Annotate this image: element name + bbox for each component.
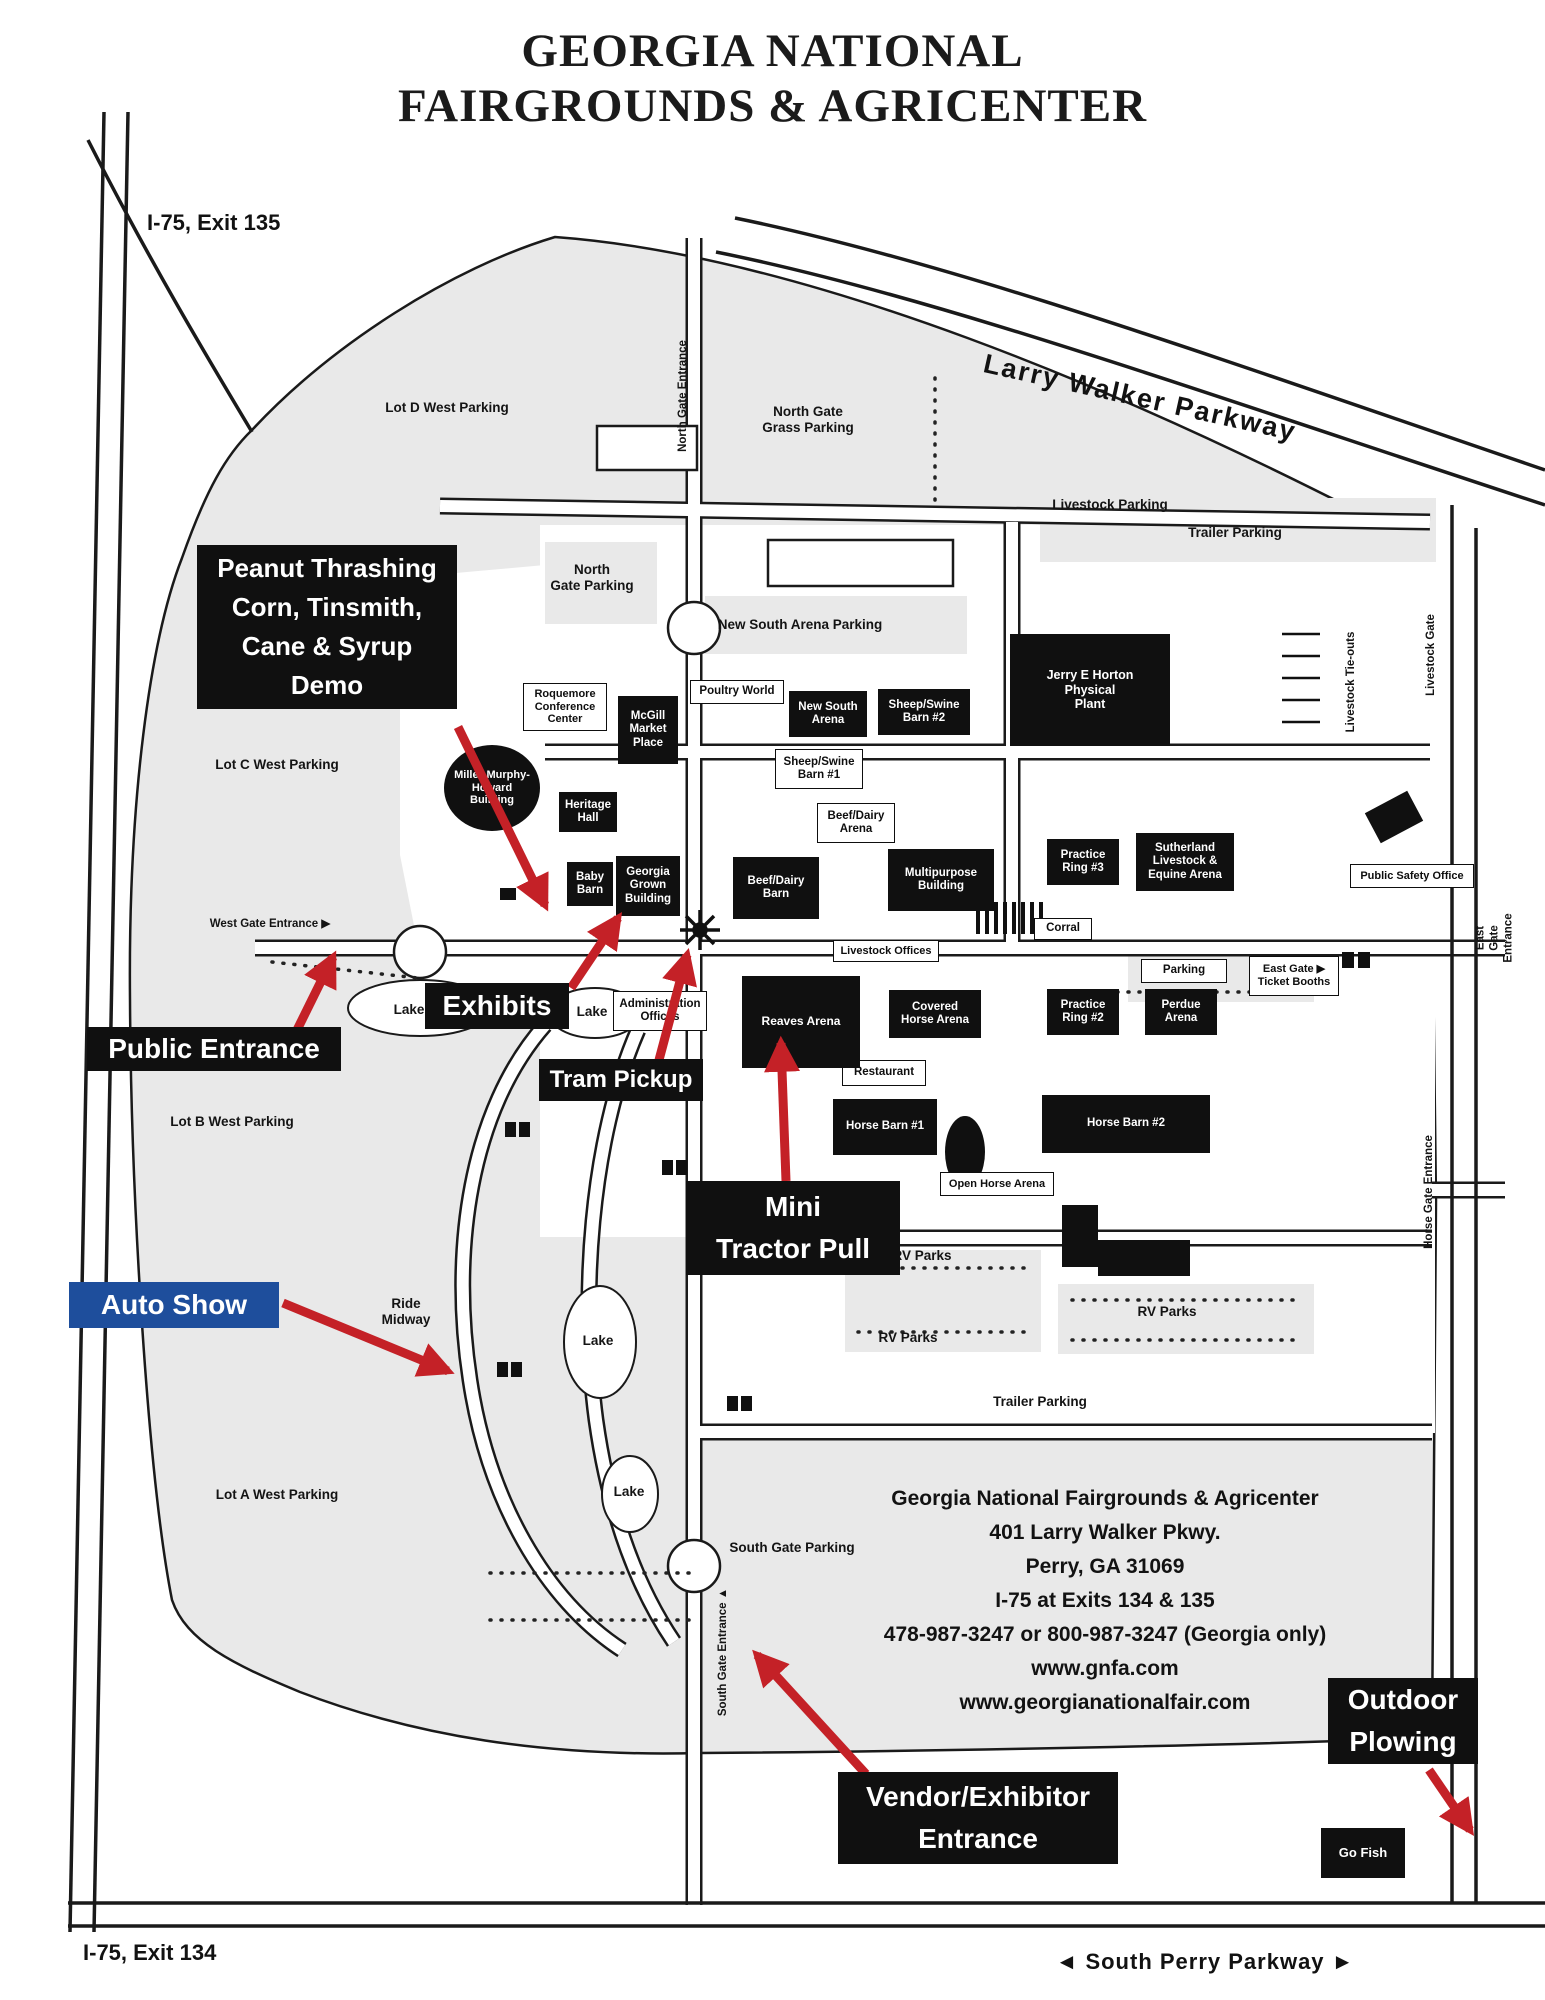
callout-peanut-demo: Peanut Thrashing Corn, Tinsmith, Cane & … <box>197 545 457 709</box>
building-reaves-arena: Reaves Arena <box>742 976 860 1068</box>
area-label-north-gate-grass-parking: North Gate Grass Parking <box>762 403 854 435</box>
area-label-lot-b-west-parking: Lot B West Parking <box>170 1113 294 1129</box>
address-line-name: Georgia National Fairgrounds & Agricente… <box>891 1486 1319 1510</box>
area-label-south-gate-parking: South Gate Parking <box>729 1539 855 1555</box>
callout-outdoor-plowing: Outdoor Plowing <box>1328 1678 1478 1764</box>
area-label-lake-2: Lake <box>576 1003 608 1019</box>
gate-label-east-gate-ticket-booths: East Gate ▶ Ticket Booths <box>1249 956 1339 996</box>
area-label-livestock-parking: Livestock Parking <box>1052 496 1168 512</box>
building-perdue-arena: Perdue Arena <box>1145 989 1217 1035</box>
gate-label-south-gate-entrance: South Gate Entrance ▲ <box>717 1587 730 1717</box>
address-line-exits: I-75 at Exits 134 & 135 <box>995 1588 1215 1612</box>
building-practice-ring-3: Practice Ring #3 <box>1047 839 1119 885</box>
area-label-rv-parks-3: RV Parks <box>1137 1303 1197 1319</box>
area-label-trailer-parking-ne: Trailer Parking <box>1188 524 1282 540</box>
building-poultry-world: Poultry World <box>690 680 784 704</box>
area-label-lot-d-west-parking: Lot D West Parking <box>385 399 509 415</box>
gate-label-horse-gate-entrance: Horse Gate Entrance <box>1423 1135 1436 1249</box>
building-heritage-hall: Heritage Hall <box>559 792 617 832</box>
building-mcgill-market-place: McGill Market Place <box>618 696 678 764</box>
area-label-lake-3: Lake <box>582 1332 614 1348</box>
building-public-safety-office: Public Safety Office <box>1350 864 1474 888</box>
area-label-trailer-parking-south: Trailer Parking <box>993 1393 1087 1409</box>
building-practice-ring-2: Practice Ring #2 <box>1047 989 1119 1035</box>
road-label-i75-exit-134: I-75, Exit 134 <box>83 1940 217 1965</box>
area-label-north-gate-parking: North Gate Parking <box>550 561 634 593</box>
area-label-lot-a-west-parking: Lot A West Parking <box>215 1486 339 1502</box>
building-open-horse-arena: Open Horse Arena <box>940 1172 1054 1196</box>
building-horse-barn-2: Horse Barn #2 <box>1042 1095 1210 1153</box>
building-jerry-e-horton-physical-plant: Jerry E Horton Physical Plant <box>1010 634 1170 746</box>
building-multipurpose: Multipurpose Building <box>888 849 994 911</box>
address-block: Georgia National Fairgrounds & Agricente… <box>884 1482 1326 1720</box>
address-line-street: 401 Larry Walker Pkwy. <box>989 1520 1221 1544</box>
building-beef-dairy-barn: Beef/Dairy Barn <box>733 857 819 919</box>
parking-gray-patches <box>545 498 1436 1354</box>
area-label-new-south-arena-parking: New South Arena Parking <box>717 616 883 632</box>
building-miller-murphy-howard: Miller-Murphy- Howard Building <box>444 745 540 831</box>
building-sheep-swine-barn-2: Sheep/Swine Barn #2 <box>878 689 970 735</box>
address-line-phone: 478-987-3247 or 800-987-3247 (Georgia on… <box>883 1623 1327 1647</box>
building-new-south-arena: New South Arena <box>789 691 867 737</box>
area-label-lake-4: Lake <box>613 1483 645 1499</box>
building-baby-barn: Baby Barn <box>567 862 613 906</box>
outlined-building-north <box>766 538 955 588</box>
area-label-lake-1: Lake <box>393 1001 425 1017</box>
outlined-building-northwest <box>595 424 699 472</box>
gate-label-livestock-gate: Livestock Gate <box>1425 614 1438 696</box>
road-label-south-perry-parkway: ◄ South Perry Parkway ► <box>1055 1949 1355 1974</box>
gate-label-north-gate-entrance: North Gate Entrance <box>677 340 690 452</box>
area-label-rv-parks-1: RV Parks <box>892 1247 952 1263</box>
address-line-city: Perry, GA 31069 <box>1025 1554 1185 1578</box>
outer-roads <box>68 111 1545 1933</box>
area-label-rv-parks-2: RV Parks <box>878 1329 938 1345</box>
gate-label-west-gate-entrance: West Gate Entrance ▶ <box>209 918 331 931</box>
callout-vendor-exhibitor-entrance: Vendor/Exhibitor Entrance <box>838 1772 1118 1864</box>
page-title: GEORGIA NATIONAL FAIRGROUNDS & AGRICENTE… <box>397 25 1148 133</box>
road-label-i75-exit-135: I-75, Exit 135 <box>147 210 281 235</box>
address-line-website-1: www.gnfa.com <box>1031 1657 1179 1681</box>
building-shapes <box>497 790 1424 1411</box>
building-administration-offices: Administration Offices <box>613 991 707 1031</box>
callout-auto-show: Auto Show <box>69 1282 279 1328</box>
building-covered-horse-arena: Covered Horse Arena <box>889 990 981 1038</box>
building-sheep-swine-barn-1: Sheep/Swine Barn #1 <box>775 749 863 789</box>
callout-exhibits: Exhibits <box>425 983 569 1029</box>
building-horse-barn-1: Horse Barn #1 <box>833 1099 937 1155</box>
area-label-lot-c-west-parking: Lot C West Parking <box>215 756 339 772</box>
tie-out-ticks <box>1282 632 1320 724</box>
callout-tram-pickup: Tram Pickup <box>539 1059 703 1101</box>
building-sutherland-livestock-equine-arena: Sutherland Livestock & Equine Arena <box>1136 833 1234 891</box>
building-roquemore-conference-center: Roquemore Conference Center <box>523 683 607 731</box>
fountain-icon <box>680 910 720 950</box>
building-livestock-offices: Livestock Offices <box>833 940 939 962</box>
address-line-website-2: www.georgianationalfair.com <box>959 1691 1251 1715</box>
roundabouts <box>392 600 722 1594</box>
gate-label-east-gate-entrance: East Gate Entrance <box>1474 913 1514 963</box>
building-beef-dairy-arena: Beef/Dairy Arena <box>817 803 895 843</box>
area-label-parking-east: Parking <box>1141 959 1227 983</box>
building-georgia-grown: Georgia Grown Building <box>616 856 680 916</box>
building-corral: Corral <box>1034 918 1092 940</box>
callout-mini-tractor-pull: Mini Tractor Pull <box>686 1181 900 1275</box>
building-go-fish: Go Fish <box>1321 1828 1405 1878</box>
gate-label-livestock-tie-outs: Livestock Tie-outs <box>1345 631 1358 733</box>
area-label-ride-midway: Ride Midway <box>381 1295 431 1327</box>
callout-public-entrance: Public Entrance <box>87 1027 341 1071</box>
